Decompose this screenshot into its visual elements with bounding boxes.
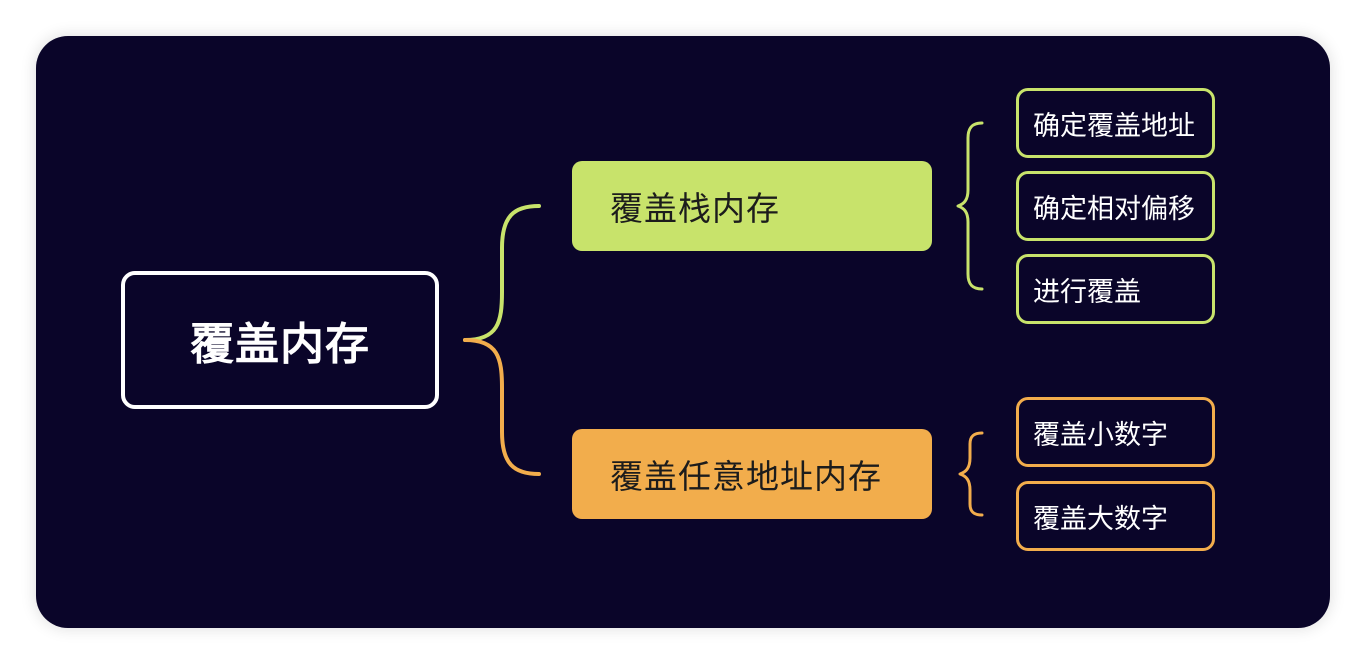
brace-stack-memory-children xyxy=(956,121,984,291)
leaf-label: 覆盖小数字 xyxy=(1033,419,1168,451)
brace-arbitrary-memory-children xyxy=(958,431,984,517)
mindmap-canvas: 覆盖内存 覆盖栈内存 覆盖任意地址内存 确定覆盖地址 确定相对偏移 进行覆盖 覆… xyxy=(36,36,1330,628)
leaf-perform-overwrite[interactable]: 进行覆盖 xyxy=(1016,254,1215,324)
branch-overwrite-arbitrary-address-memory[interactable]: 覆盖任意地址内存 xyxy=(572,429,932,519)
branch-label: 覆盖任意地址内存 xyxy=(610,457,882,496)
leaf-label: 覆盖大数字 xyxy=(1033,503,1168,535)
leaf-label: 确定覆盖地址 xyxy=(1033,110,1195,142)
root-topic-overwrite-memory[interactable]: 覆盖内存 xyxy=(121,271,439,409)
leaf-determine-overwrite-address[interactable]: 确定覆盖地址 xyxy=(1016,88,1215,158)
leaf-determine-relative-offset[interactable]: 确定相对偏移 xyxy=(1016,171,1215,241)
connector-root-to-stack-memory xyxy=(463,204,541,342)
connector-layer xyxy=(463,121,984,517)
leaf-label: 确定相对偏移 xyxy=(1033,193,1195,225)
root-topic-label: 覆盖内存 xyxy=(190,319,370,370)
leaf-overwrite-large-number[interactable]: 覆盖大数字 xyxy=(1016,481,1215,551)
leaf-overwrite-small-number[interactable]: 覆盖小数字 xyxy=(1016,397,1215,467)
connector-root-to-arbitrary-memory xyxy=(463,338,541,476)
branch-label: 覆盖栈内存 xyxy=(610,189,780,228)
leaf-label: 进行覆盖 xyxy=(1033,276,1141,308)
branch-overwrite-stack-memory[interactable]: 覆盖栈内存 xyxy=(572,161,932,251)
